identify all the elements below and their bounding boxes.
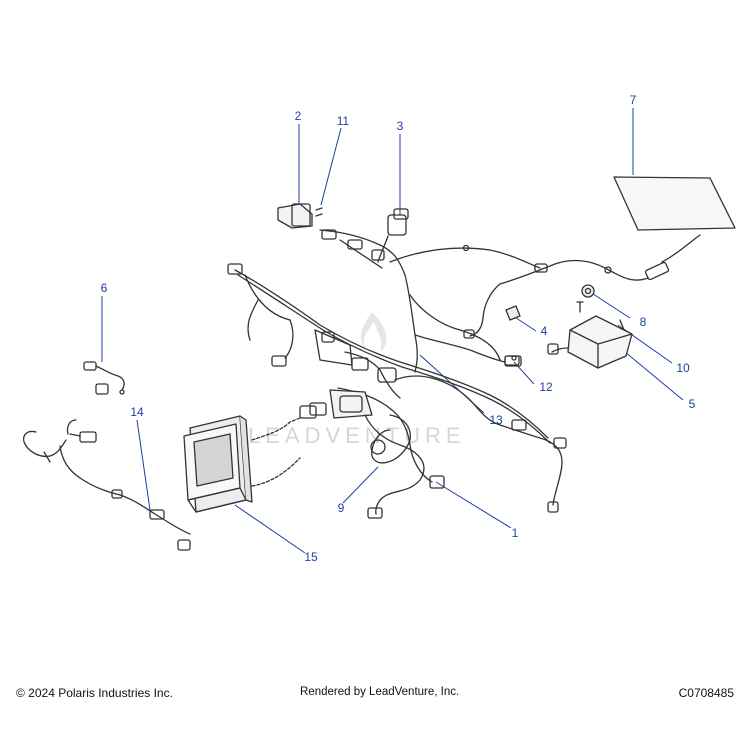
line-art bbox=[22, 176, 736, 551]
copyright-text: © 2024 Polaris Industries Inc. bbox=[16, 686, 173, 700]
connector-3-drawing bbox=[371, 208, 409, 263]
callout-6: 6 bbox=[100, 281, 108, 295]
callout-13: 13 bbox=[489, 413, 503, 427]
callout-3: 3 bbox=[396, 119, 404, 133]
jumper-harness-6-drawing bbox=[83, 361, 125, 395]
callout-5: 5 bbox=[688, 397, 696, 411]
callout-12: 12 bbox=[539, 380, 553, 394]
control-module-drawing bbox=[547, 315, 633, 369]
watermark-flame-icon bbox=[360, 312, 387, 352]
callout-10: 10 bbox=[676, 361, 690, 375]
callout-11: 11 bbox=[336, 114, 350, 128]
display-unit-drawing bbox=[183, 405, 317, 513]
callout-2: 2 bbox=[294, 109, 302, 123]
main-harness-drawing bbox=[227, 229, 567, 519]
callout-4: 4 bbox=[540, 324, 548, 338]
callout-9: 9 bbox=[337, 501, 345, 515]
sensor-12-drawing bbox=[504, 355, 522, 367]
module-bracket-drawing bbox=[277, 203, 323, 229]
antenna-cable-14-drawing bbox=[22, 419, 191, 551]
watermark-text: LEADVENTURE bbox=[248, 423, 466, 448]
callout-7: 7 bbox=[629, 93, 637, 107]
fasteners-drawing bbox=[505, 284, 595, 321]
catalog-id-text: C0708485 bbox=[678, 686, 734, 700]
callout-8: 8 bbox=[639, 315, 647, 329]
rendered-by-text: Rendered by LeadVenture, Inc. bbox=[300, 686, 460, 698]
callout-15: 15 bbox=[304, 550, 318, 564]
heated-pad-drawing bbox=[499, 176, 736, 285]
callout-14: 14 bbox=[130, 405, 144, 419]
callout-1: 1 bbox=[511, 526, 519, 540]
